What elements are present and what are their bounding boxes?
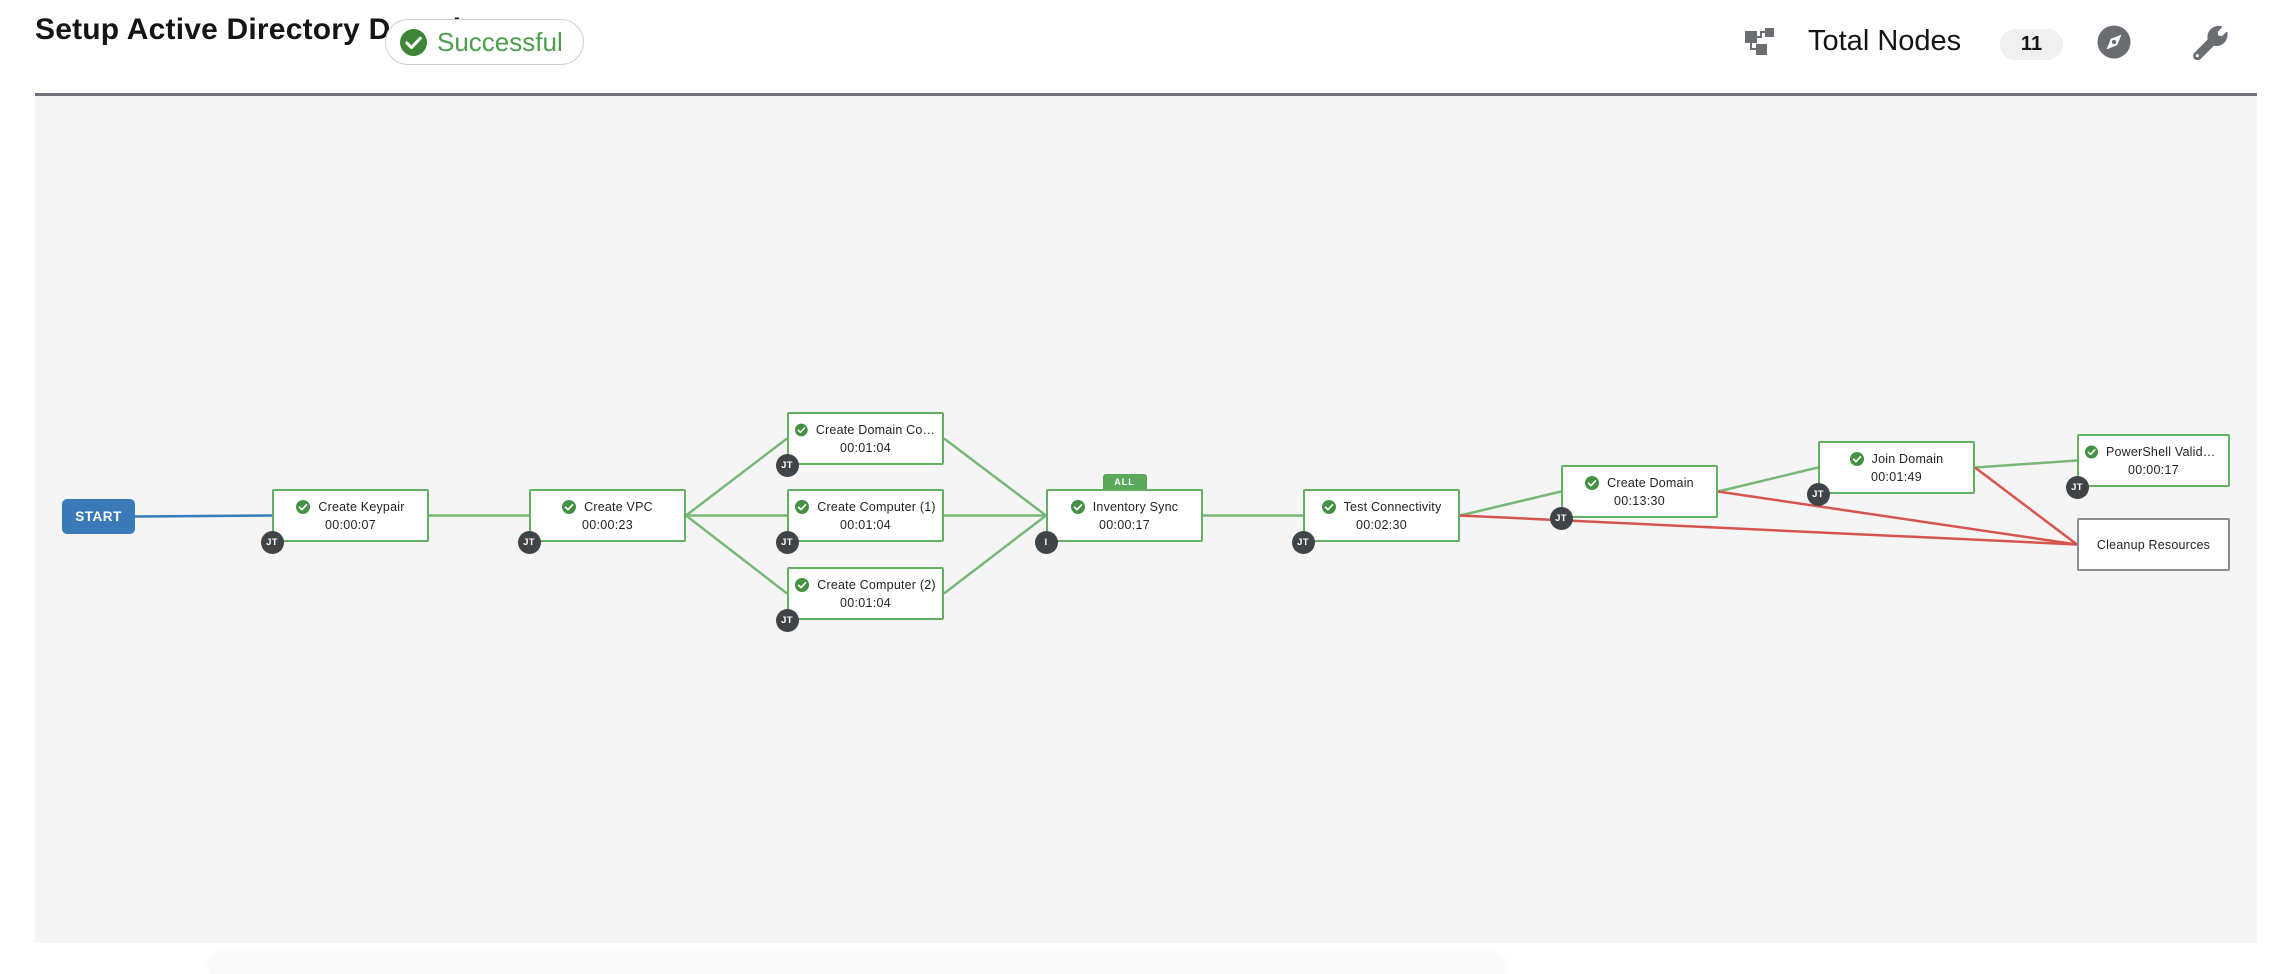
start-node[interactable]: START bbox=[62, 499, 135, 534]
node-success-icon bbox=[296, 499, 311, 514]
node-label: Create Computer (2) bbox=[817, 577, 936, 592]
edge-test-connectivity-to-create-domain bbox=[1459, 490, 1562, 517]
workflow-edges bbox=[134, 437, 2078, 595]
edge-create-domain-controller-to-inventory-sync bbox=[943, 437, 1047, 517]
edge-create-vpc-to-create-domain-controller bbox=[685, 437, 788, 517]
node-label: Create Domain Contr... bbox=[815, 422, 936, 437]
edge-join-domain-to-powershell-validation bbox=[1974, 459, 2078, 469]
sitemap-icon bbox=[1744, 27, 1775, 61]
node-label: Create Computer (1) bbox=[817, 499, 936, 514]
node-create-domain-controller[interactable]: Create Domain Contr... 00:01:04 bbox=[787, 412, 944, 465]
node-elapsed-time: 00:13:30 bbox=[1613, 493, 1666, 508]
total-nodes-label: Total Nodes bbox=[1808, 25, 1962, 57]
node-label: PowerShell Validation bbox=[2105, 444, 2223, 459]
node-elapsed-time: 00:01:04 bbox=[839, 517, 892, 532]
node-label: Cleanup Resources bbox=[2096, 537, 2211, 552]
node-create-computer-2[interactable]: Create Computer (2) 00:01:04 bbox=[787, 567, 944, 620]
status-badge: Successful bbox=[385, 19, 584, 65]
node-success-icon bbox=[2084, 444, 2098, 459]
node-label: Create Domain bbox=[1607, 475, 1694, 490]
header-divider bbox=[35, 93, 2257, 96]
node-elapsed-time: 00:00:23 bbox=[581, 517, 634, 532]
status-badge-label: Successful bbox=[437, 26, 563, 57]
job-template-badge: JT bbox=[775, 453, 799, 477]
node-label: Inventory Sync bbox=[1092, 499, 1179, 514]
node-cleanup-resources[interactable]: Cleanup Resources bbox=[2077, 518, 2230, 571]
node-label: Test Connectivity bbox=[1343, 499, 1442, 514]
node-success-icon bbox=[795, 577, 810, 592]
node-elapsed-time: 00:01:49 bbox=[1870, 469, 1923, 484]
edge-start-to-create-keypair bbox=[134, 514, 273, 518]
node-success-icon bbox=[1321, 499, 1336, 514]
node-label: Join Domain bbox=[1871, 451, 1944, 466]
node-success-icon bbox=[1585, 475, 1600, 490]
node-create-domain[interactable]: Create Domain 00:13:30 bbox=[1561, 465, 1718, 518]
node-elapsed-time: 00:02:30 bbox=[1355, 517, 1408, 532]
bottom-panel-shadow bbox=[210, 956, 1505, 974]
compass-icon bbox=[2097, 25, 2131, 62]
run-condition-all-badge: ALL bbox=[1102, 474, 1147, 489]
node-join-domain[interactable]: Join Domain 00:01:49 bbox=[1818, 441, 1975, 494]
edge-create-domain-to-join-domain bbox=[1717, 466, 1819, 493]
edge-create-vpc-to-create-computer-2 bbox=[685, 514, 788, 595]
node-label: Create VPC bbox=[584, 499, 653, 514]
node-elapsed-time: 00:01:04 bbox=[839, 595, 892, 610]
node-success-icon bbox=[1849, 451, 1864, 466]
node-success-icon bbox=[795, 423, 808, 436]
tools-wrench-button[interactable] bbox=[2192, 25, 2228, 61]
total-nodes-count: 11 bbox=[2000, 29, 2063, 60]
node-test-connectivity[interactable]: Test Connectivity 00:02:30 bbox=[1303, 489, 1460, 542]
edge-join-domain-to-cleanup-resources bbox=[1974, 466, 2078, 546]
job-template-badge: JT bbox=[260, 530, 284, 554]
node-elapsed-time: 00:00:07 bbox=[324, 517, 377, 532]
node-create-computer-1[interactable]: Create Computer (1) 00:01:04 bbox=[787, 489, 944, 542]
node-elapsed-time: 00:00:17 bbox=[1098, 517, 1151, 532]
job-template-badge: JT bbox=[775, 530, 799, 554]
job-template-badge: JT bbox=[1549, 506, 1573, 530]
wrench-icon bbox=[2192, 25, 2228, 63]
node-elapsed-time: 00:01:04 bbox=[839, 440, 892, 455]
node-create-vpc[interactable]: Create VPC 00:00:23 bbox=[529, 489, 686, 542]
check-circle-icon bbox=[400, 28, 427, 56]
legend-compass-button[interactable] bbox=[2096, 25, 2132, 61]
node-inventory-sync[interactable]: Inventory Sync 00:00:17 bbox=[1046, 489, 1203, 542]
node-powershell-validation[interactable]: PowerShell Validation 00:00:17 bbox=[2077, 434, 2230, 487]
node-success-icon bbox=[562, 499, 577, 514]
node-success-icon bbox=[795, 499, 810, 514]
node-elapsed-time: 00:00:17 bbox=[2127, 462, 2180, 477]
job-template-badge: JT bbox=[1291, 530, 1315, 554]
inventory-source-badge: I bbox=[1034, 530, 1058, 554]
edge-create-domain-to-cleanup-resources bbox=[1717, 490, 2078, 546]
job-template-badge: JT bbox=[2065, 475, 2089, 499]
job-template-badge: JT bbox=[517, 530, 541, 554]
node-create-keypair[interactable]: Create Keypair 00:00:07 bbox=[272, 489, 429, 542]
job-template-badge: JT bbox=[775, 608, 799, 632]
job-template-badge: JT bbox=[1806, 482, 1830, 506]
edge-create-computer-2-to-inventory-sync bbox=[943, 514, 1047, 595]
node-label: Create Keypair bbox=[318, 499, 405, 514]
visualizer-header: Setup Active Directory Domain Successful… bbox=[0, 0, 2290, 94]
node-success-icon bbox=[1070, 499, 1085, 514]
